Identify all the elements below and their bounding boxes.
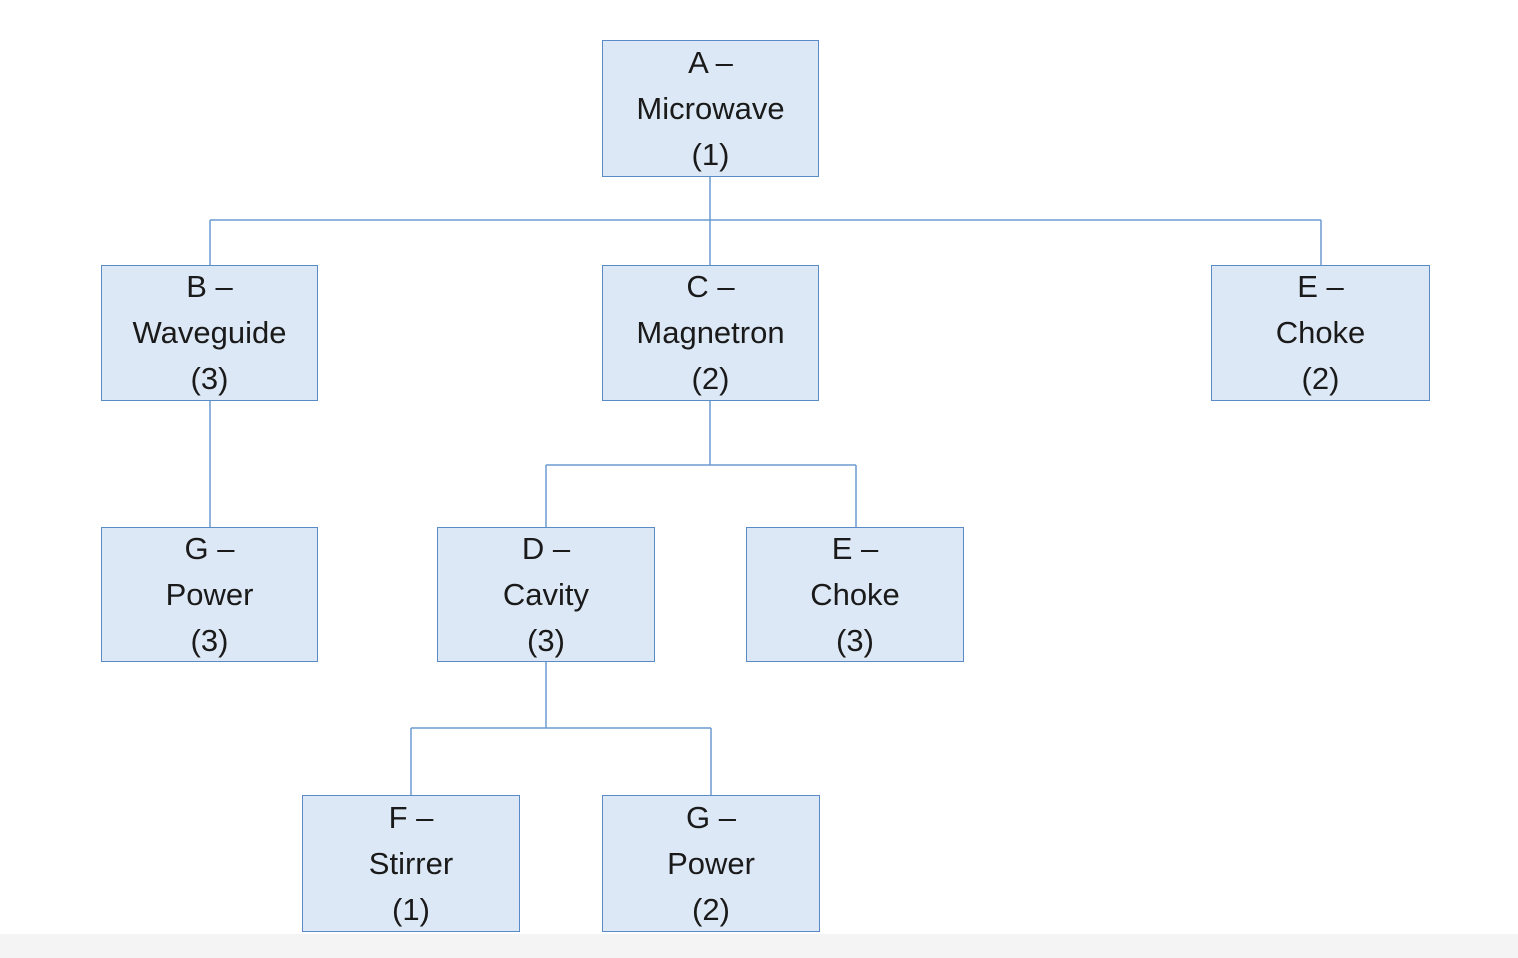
node-g2-count: (2)	[692, 891, 730, 927]
node-g1-head: G –	[184, 530, 235, 566]
node-d-cavity: D – Cavity (3)	[437, 527, 655, 662]
node-d-head: D –	[521, 530, 571, 566]
node-g-power-bottom: G – Power (2)	[602, 795, 820, 932]
bottom-strip	[0, 934, 1518, 958]
node-a-microwave: A – Microwave (1)	[602, 40, 819, 177]
node-e2-name: Choke	[810, 576, 900, 612]
node-c-count: (2)	[691, 361, 730, 396]
node-g1-count: (3)	[190, 622, 229, 658]
node-a-head: A –	[688, 44, 733, 80]
node-f-head: F –	[388, 799, 434, 835]
node-e-choke-top: E – Choke (2)	[1211, 265, 1430, 401]
node-g1-name: Power	[165, 576, 254, 612]
node-b-head: B –	[186, 269, 233, 304]
node-f-count: (1)	[392, 891, 430, 927]
connector-d-children	[410, 662, 712, 796]
node-e-choke-lower: E – Choke (3)	[746, 527, 964, 662]
node-c-name: Magnetron	[636, 315, 785, 350]
connector-a-children	[209, 177, 1322, 266]
node-g-power-left: G – Power (3)	[101, 527, 318, 662]
node-f-name: Stirrer	[368, 845, 454, 881]
node-e2-count: (3)	[836, 622, 874, 658]
node-a-name: Microwave	[636, 90, 785, 126]
node-e1-head: E –	[1297, 269, 1344, 304]
node-d-count: (3)	[527, 622, 565, 658]
node-g2-head: G –	[686, 799, 736, 835]
connector-c-children	[545, 400, 857, 528]
node-b-count: (3)	[190, 361, 229, 396]
node-c-magnetron: C – Magnetron (2)	[602, 265, 819, 401]
node-d-name: Cavity	[502, 576, 590, 612]
node-b-name: Waveguide	[132, 315, 287, 350]
node-b-waveguide: B – Waveguide (3)	[101, 265, 318, 401]
node-f-stirrer: F – Stirrer (1)	[302, 795, 520, 932]
node-e1-name: Choke	[1275, 315, 1366, 350]
node-a-count: (1)	[691, 136, 730, 172]
node-c-head: C –	[686, 269, 735, 304]
node-e2-head: E –	[831, 530, 879, 566]
node-g2-name: Power	[667, 845, 755, 881]
node-e1-count: (2)	[1301, 361, 1340, 396]
